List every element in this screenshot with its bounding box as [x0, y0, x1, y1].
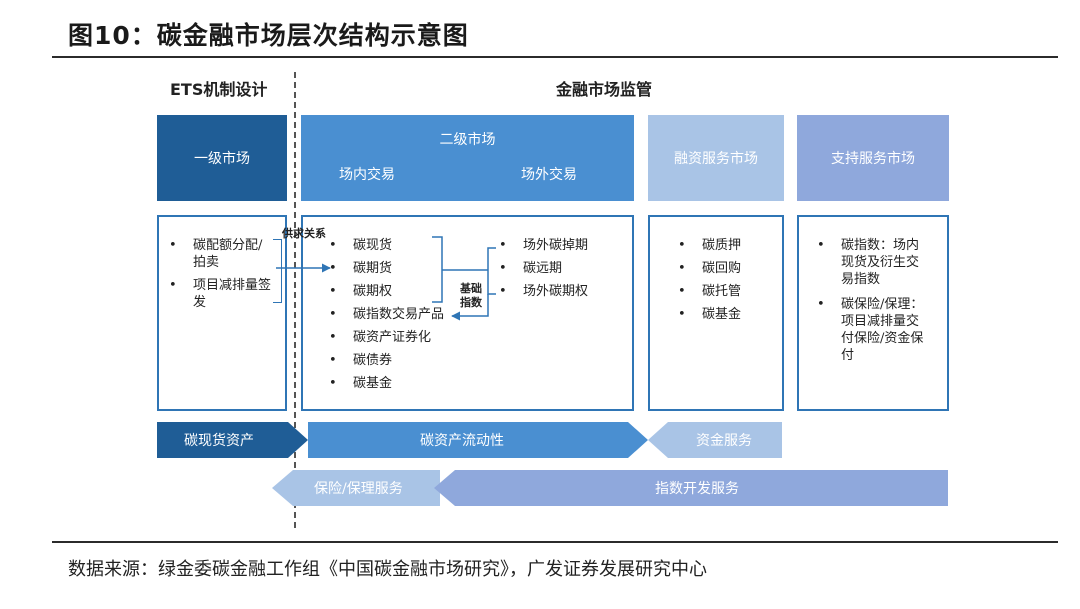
basis-arrow	[451, 294, 489, 321]
support-service-box: 支持服务市场	[797, 115, 949, 201]
financing-list: 碳质押 碳回购 碳托管 碳基金	[678, 237, 772, 323]
index-arrow-text-wrap: 指数开发服务	[455, 470, 945, 506]
list-item: 场外碳期权	[499, 283, 623, 300]
list-item: 碳期货	[329, 260, 483, 277]
list-item: 碳回购	[678, 260, 772, 277]
support-service-label: 支持服务市场	[831, 151, 915, 167]
primary-list-box: 碳配额分配/拍卖 项目减排量签发	[157, 215, 287, 411]
capital-service-label: 资金服务	[696, 433, 752, 449]
on-exchange-list: 碳现货 碳期货 碳期权 碳指数交易产品 碳资产证券化 碳债券 碳基金	[329, 237, 483, 392]
secondary-market-label: 二级市场	[439, 132, 496, 148]
list-item: 碳质押	[678, 237, 772, 254]
primary-bracket	[273, 239, 282, 303]
list-item: 项目减排量签发	[169, 277, 275, 311]
secondary-market-box: 二级市场 场内交易 场外交易	[301, 115, 634, 201]
capital-service-arrow	[648, 422, 782, 458]
list-item: 碳债券	[329, 352, 483, 369]
primary-list: 碳配额分配/拍卖 项目减排量签发	[169, 237, 275, 311]
financing-service-label: 融资服务市场	[674, 151, 758, 167]
list-item: 碳现货	[329, 237, 483, 254]
list-item: 碳保险/保理：项目减排量交付保险/资金保付	[817, 296, 931, 364]
secondary-list-box: 碳现货 碳期货 碳期权 碳指数交易产品 碳资产证券化 碳债券 碳基金 场外碳掉期…	[301, 215, 634, 411]
list-item: 碳期权	[329, 283, 483, 300]
basis-index-label: 基础指数	[460, 282, 482, 309]
liquidity-arrow-text-wrap: 碳资产流动性	[308, 422, 638, 458]
insurance-service-arrow	[272, 470, 440, 506]
index-service-arrow	[434, 470, 948, 506]
insurance-service-label: 保险/保理服务	[314, 481, 403, 497]
list-item: 碳基金	[329, 375, 483, 392]
primary-market-box: 一级市场	[157, 115, 287, 201]
financing-list-box: 碳质押 碳回购 碳托管 碳基金	[648, 215, 784, 411]
liquidity-arrow	[308, 422, 648, 458]
on-exchange-label: 场内交易	[339, 167, 395, 183]
top-rule	[52, 56, 1058, 58]
primary-market-label: 一级市场	[194, 151, 250, 167]
support-list: 碳指数：场内现货及衍生交易指数 碳保险/保理：项目减排量交付保险/资金保付	[817, 237, 931, 364]
capital-arrow-text-wrap: 资金服务	[660, 422, 780, 458]
bottom-rule	[52, 541, 1058, 543]
source-note: 数据来源：绿金委碳金融工作组《中国碳金融市场研究》，广发证券发展研究中心	[68, 559, 707, 580]
spot-asset-arrow	[157, 422, 308, 458]
list-item: 场外碳掉期	[499, 237, 623, 254]
ets-header: ETS机制设计	[170, 80, 268, 99]
spot-asset-label: 碳现货资产	[184, 433, 254, 449]
support-list-box: 碳指数：场内现货及衍生交易指数 碳保险/保理：项目减排量交付保险/资金保付	[797, 215, 949, 411]
list-item: 碳托管	[678, 283, 772, 300]
list-item: 碳指数交易产品	[329, 306, 483, 323]
off-exchange-bracket	[487, 247, 496, 295]
list-item: 碳指数：场内现货及衍生交易指数	[817, 237, 931, 288]
list-item: 碳远期	[499, 260, 623, 277]
list-item: 碳基金	[678, 306, 772, 323]
supply-relation-label: 供求关系	[282, 227, 326, 240]
list-item: 碳配额分配/拍卖	[169, 237, 275, 271]
liquidity-label: 碳资产流动性	[420, 433, 504, 449]
list-item: 碳资产证券化	[329, 329, 483, 346]
figure-title: 图10：碳金融市场层次结构示意图	[68, 21, 469, 50]
insurance-arrow-text-wrap: 保险/保理服务	[290, 470, 440, 506]
off-exchange-label: 场外交易	[521, 167, 577, 183]
index-service-label: 指数开发服务	[655, 481, 739, 497]
financial-regulation-header: 金融市场监管	[556, 80, 653, 99]
financing-service-box: 融资服务市场	[648, 115, 784, 201]
off-exchange-list: 场外碳掉期 碳远期 场外碳期权	[499, 237, 623, 300]
divider-line	[294, 72, 296, 528]
spot-asset-arrow-text-wrap: 碳现货资产	[157, 422, 297, 458]
